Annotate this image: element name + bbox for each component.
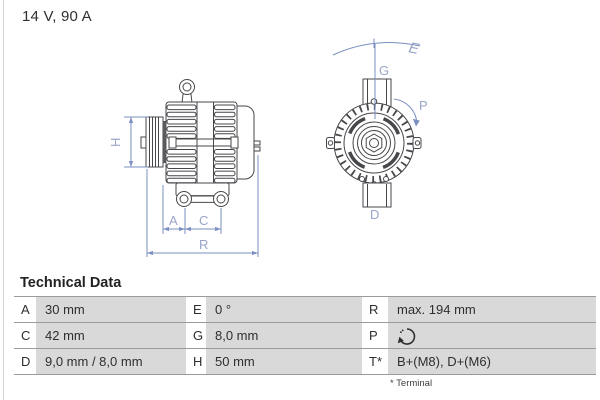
dimension-label-g: G — [379, 63, 389, 78]
front-bottom-lug — [362, 182, 392, 208]
table-row: A 30 mm E 0 ° R max. 194 mm — [14, 296, 596, 322]
bottom-mounting-bracket — [175, 182, 230, 207]
shaft-hex-nut — [365, 133, 383, 153]
page-left-rule — [3, 0, 4, 400]
shaft-end — [140, 136, 147, 149]
table-row: D 9,0 mm / 8,0 mm H 50 mm T* B+(M8), D+(… — [14, 348, 596, 375]
alternator-body — [165, 101, 261, 184]
cell-label-d: D — [14, 349, 36, 374]
top-mounting-lug — [179, 79, 195, 104]
cell-value-h: 50 mm — [206, 349, 362, 374]
cell-value-e: 0 ° — [206, 297, 362, 322]
rear-cover — [236, 105, 255, 180]
dimension-label-p: P — [419, 98, 428, 113]
technical-data-section: Technical Data A 30 mm E 0 ° R max. 194 … — [14, 275, 596, 389]
cell-label-h: H — [186, 349, 206, 374]
cell-value-c: 42 mm — [36, 323, 186, 348]
cell-value-a: 30 mm — [36, 297, 186, 322]
dimension-label-d: D — [370, 207, 379, 222]
dimension-label-r: R — [199, 237, 208, 252]
table-row: C 42 mm G 8,0 mm P — [14, 322, 596, 348]
technical-data-heading: Technical Data — [20, 275, 122, 291]
through-bolts — [168, 136, 239, 149]
product-rating-title: 14 V, 90 A — [22, 8, 92, 25]
alternator-front-view-drawing: E G P D — [326, 38, 428, 222]
dimension-a-c-r: A C R — [146, 155, 259, 257]
dimension-label-h: H — [108, 138, 123, 147]
pulley — [140, 116, 167, 168]
alternator-side-view-drawing: H A C R — [108, 79, 261, 257]
dimension-label-c: C — [199, 213, 208, 228]
cell-label-t: T* — [362, 349, 388, 374]
cell-value-t: B+(M8), D+(M6) — [388, 349, 596, 374]
cell-value-p — [388, 323, 596, 348]
spacer — [163, 121, 167, 163]
front-dimensions: E G P D — [332, 38, 428, 222]
right-tab — [412, 137, 422, 149]
dimension-label-a: A — [169, 213, 178, 228]
dimension-h: H — [108, 116, 148, 168]
rotation-clockwise-icon — [397, 327, 416, 345]
cooling-fins-right — [214, 104, 236, 184]
left-tab — [326, 137, 335, 149]
cell-value-g: 8,0 mm — [206, 323, 362, 348]
cell-label-r: R — [362, 297, 388, 322]
cell-label-e: E — [186, 297, 206, 322]
cell-label-a: A — [14, 297, 36, 322]
front-housing — [326, 98, 422, 188]
cooling-fins-left — [166, 104, 197, 184]
cell-label-g: G — [186, 323, 206, 348]
cell-value-d: 9,0 mm / 8,0 mm — [36, 349, 186, 374]
terminal-footnote: * Terminal — [390, 378, 433, 389]
vent-slot-ring — [334, 103, 414, 183]
dimension-label-e: E — [407, 39, 421, 58]
cell-label-c: C — [14, 323, 36, 348]
terminal-stud — [253, 140, 261, 146]
cell-label-p: P — [362, 323, 388, 348]
cell-value-r: max. 194 mm — [388, 297, 596, 322]
